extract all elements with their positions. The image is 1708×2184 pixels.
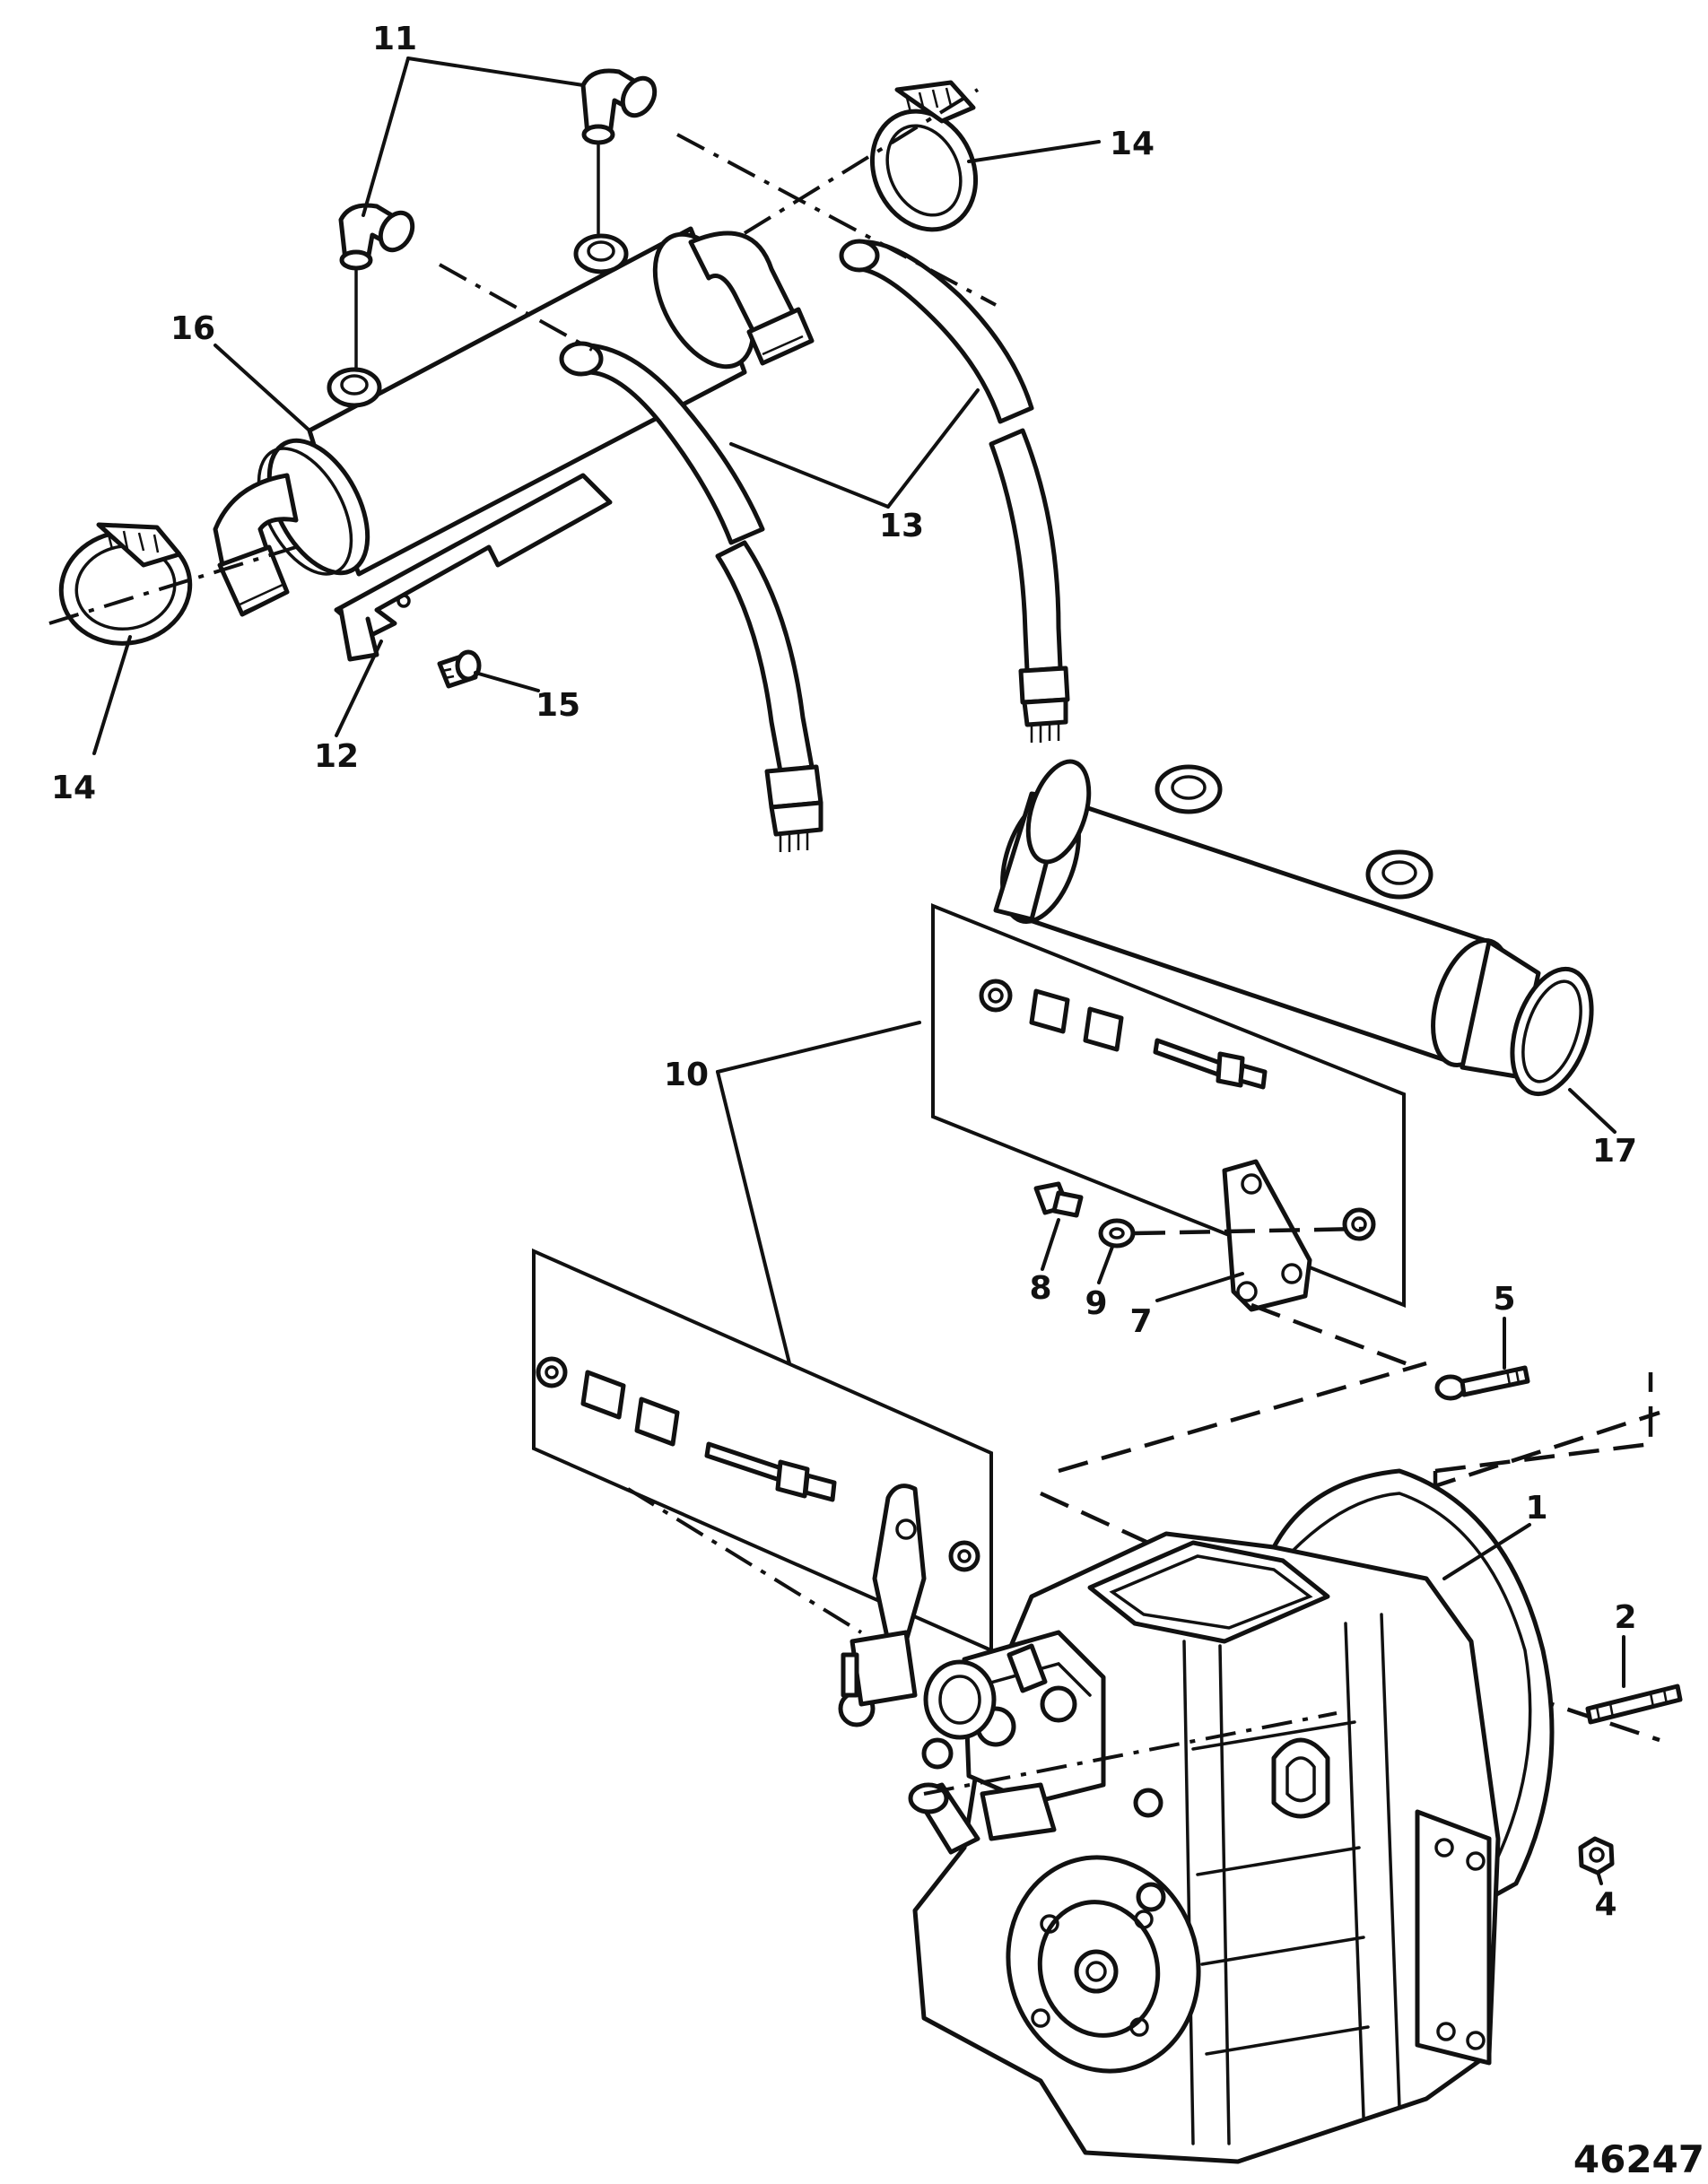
- heat-exchanger-lower: [993, 759, 1594, 1097]
- mounting-bracket: [334, 473, 613, 662]
- callout-8: 8: [1029, 1270, 1051, 1307]
- elbow-fitting-upper: [580, 68, 658, 145]
- callout-7: 7: [1129, 1303, 1152, 1340]
- callout-12: 12: [314, 738, 359, 775]
- callout-15: 15: [536, 687, 580, 724]
- bracket-7: [1222, 1159, 1312, 1312]
- callout-17: 17: [1592, 1133, 1637, 1170]
- hose-left: [559, 341, 824, 852]
- elbow-fitting-lower: [338, 203, 415, 271]
- callout-5: 5: [1493, 1281, 1515, 1318]
- callout-2: 2: [1614, 1599, 1636, 1636]
- callout-14-left: 14: [51, 770, 96, 806]
- hose-clamp-top: [869, 80, 979, 232]
- callout-14-top: 14: [1110, 126, 1155, 162]
- screw-15: [437, 649, 482, 689]
- callout-1: 1: [1525, 1490, 1547, 1527]
- stud-2: [1585, 1684, 1683, 1725]
- heat-exchanger-upper: [213, 226, 815, 617]
- shift-lever-bracket: [838, 1484, 927, 1727]
- callout-11: 11: [372, 21, 417, 57]
- callout-10: 10: [664, 1057, 709, 1093]
- hose-right: [839, 239, 1070, 743]
- callout-4: 4: [1594, 1886, 1616, 1923]
- figure-reference-number: 46247: [1573, 2137, 1704, 2181]
- leader-lines: [92, 57, 1625, 1885]
- bolt-8: [1033, 1181, 1084, 1218]
- callout-16: 16: [170, 310, 215, 347]
- bolt-5: [1434, 1365, 1530, 1401]
- mounting-kit-panel-lower: [532, 1248, 993, 1654]
- hose-clamp-left: [58, 522, 193, 646]
- washer-9: [1098, 1218, 1136, 1249]
- callout-13: 13: [879, 508, 924, 544]
- mounting-kit-panel-upper: [931, 903, 1406, 1308]
- nut-4: [1578, 1836, 1615, 1875]
- callout-9: 9: [1085, 1285, 1107, 1322]
- transmission-housing: [908, 1468, 1555, 2164]
